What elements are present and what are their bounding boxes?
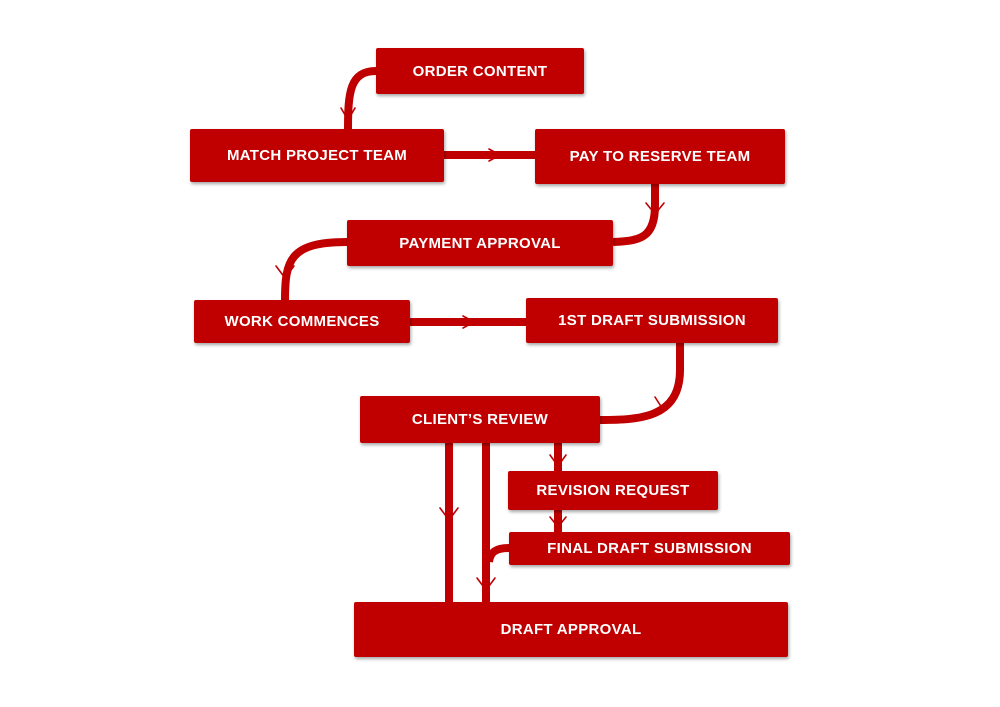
arrowhead-revision-to-final (549, 516, 567, 528)
arrowhead-draft1-to-review (654, 396, 672, 409)
arrowhead-left-to-approval (439, 507, 459, 521)
step-draft-approval: DRAFT APPROVAL (354, 602, 788, 657)
step-match-project-team: MATCH PROJECT TEAM (190, 129, 444, 182)
step-revision-request: REVISION REQUEST (508, 471, 718, 510)
step-work-commences: WORK COMMENCES (194, 300, 410, 343)
connector-final-to-approval (485, 544, 510, 563)
step-label: CLIENT’S REVIEW (411, 411, 549, 428)
connector-order-to-match (344, 67, 377, 130)
arrowhead-match-to-pay (488, 148, 501, 162)
step-label: PAY TO RESERVE TEAM (569, 148, 751, 165)
step-label: WORK COMMENCES (224, 313, 380, 330)
step-label: PAYMENT APPROVAL (399, 234, 561, 252)
arrowhead-right-to-approval (476, 577, 496, 591)
connector-pay-to-paymentapproval (612, 184, 659, 246)
arrowhead-work-to-draft1 (462, 315, 475, 329)
step-final-draft-submission: FINAL DRAFT SUBMISSION (509, 532, 790, 565)
step-order-content: ORDER CONTENT (376, 48, 584, 94)
arrowhead-pay-to-paymentapproval (645, 202, 665, 215)
step-label: MATCH PROJECT TEAM (226, 147, 408, 164)
step-first-draft-submission: 1ST DRAFT SUBMISSION (526, 298, 778, 343)
step-label: 1ST DRAFT SUBMISSION (558, 312, 746, 329)
step-label: REVISION REQUEST (536, 482, 690, 499)
step-label: FINAL DRAFT SUBMISSION (547, 540, 752, 557)
step-clients-review: CLIENT’S REVIEW (360, 396, 600, 443)
connector-paymentapproval-to-work (281, 238, 348, 301)
connector-draft1-to-review (599, 343, 684, 424)
step-pay-to-reserve-team: PAY TO RESERVE TEAM (535, 129, 785, 184)
arrowhead-order-to-match (340, 107, 356, 121)
arrowhead-paymentapproval-to-work (275, 265, 295, 279)
step-label: DRAFT APPROVAL (500, 621, 642, 638)
step-payment-approval: PAYMENT APPROVAL (347, 220, 613, 266)
step-label: ORDER CONTENT (412, 62, 548, 80)
arrowhead-review-to-revision (549, 454, 567, 467)
